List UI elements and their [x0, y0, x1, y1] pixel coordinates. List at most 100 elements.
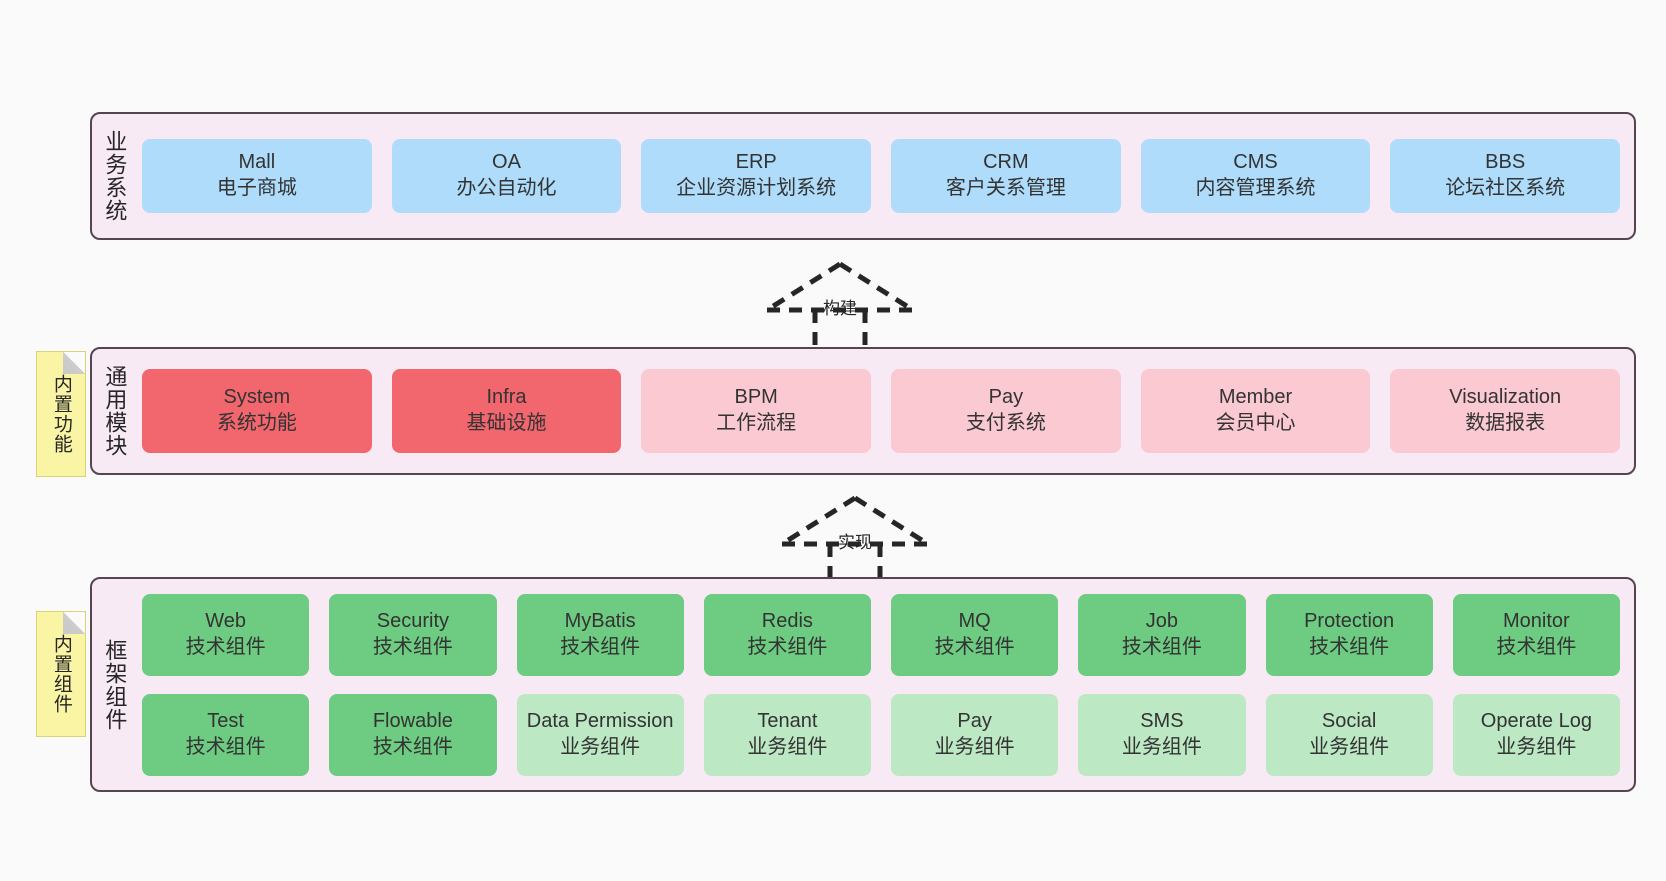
card-mybatis-en: MyBatis — [564, 609, 636, 632]
card-flowable[interactable]: Flowable 技术组件 — [329, 693, 497, 776]
card-operate-log[interactable]: Operate Log 业务组件 — [1452, 693, 1620, 776]
card-crm-cn: 客户关系管理 — [945, 177, 1066, 199]
card-test-cn: 技术组件 — [185, 735, 266, 758]
card-job[interactable]: Job 技术组件 — [1078, 593, 1246, 676]
card-flowable-cn: 技术组件 — [372, 735, 453, 758]
framework-row-business: Test 技术组件 Flowable 技术组件 Data Permission … — [142, 693, 1620, 776]
card-data-permission-cn: 业务组件 — [560, 735, 641, 758]
card-tenant-en: Tenant — [757, 709, 818, 732]
card-member[interactable]: Member 会员中心 — [1140, 369, 1371, 453]
card-member-en: Member — [1218, 386, 1293, 409]
business-system-row: Mall 电子商城 OA 办公自动化 ERP 企业资源计划系统 CRM 客户关系… — [142, 139, 1621, 213]
card-sms-cn: 业务组件 — [1121, 735, 1202, 758]
card-web-en: Web — [205, 609, 246, 632]
sticky-note-builtin-function: 内置功能 — [36, 351, 86, 477]
card-oa-en: OA — [492, 151, 521, 174]
card-security[interactable]: Security 技术组件 — [329, 593, 497, 676]
card-oa-cn: 办公自动化 — [456, 177, 557, 199]
card-pay-module-en: Pay — [988, 386, 1024, 409]
card-visualization-en: Visualization — [1449, 386, 1562, 409]
card-security-en: Security — [376, 609, 449, 632]
card-job-cn: 技术组件 — [1121, 635, 1202, 658]
card-pay-module[interactable]: Pay 支付系统 — [891, 369, 1121, 453]
card-social[interactable]: Social 业务组件 — [1265, 693, 1433, 776]
layer-business-system-title: 业务系统 — [102, 130, 128, 222]
card-infra-cn: 基础设施 — [466, 412, 547, 434]
card-social-en: Social — [1321, 709, 1377, 732]
sticky-note-builtin-component: 内置组件 — [36, 611, 86, 737]
layer-framework-components-body: Web 技术组件 Security 技术组件 MyBatis 技术组件 Redi… — [136, 579, 1634, 790]
card-redis-cn: 技术组件 — [747, 635, 828, 658]
card-system[interactable]: System 系统功能 — [142, 369, 372, 453]
common-modules-row: System 系统功能 Infra 基础设施 BPM 工作流程 Pay 支付系统… — [142, 369, 1621, 453]
card-crm[interactable]: CRM 客户关系管理 — [891, 139, 1121, 213]
card-member-cn: 会员中心 — [1215, 412, 1296, 434]
card-mall-en: Mall — [238, 151, 276, 174]
card-erp[interactable]: ERP 企业资源计划系统 — [641, 139, 872, 213]
sticky-note-builtin-function-label: 内置功能 — [50, 374, 72, 454]
card-protection-cn: 技术组件 — [1309, 635, 1390, 658]
card-tenant[interactable]: Tenant 业务组件 — [703, 693, 871, 776]
card-monitor-cn: 技术组件 — [1496, 635, 1577, 658]
card-security-cn: 技术组件 — [372, 635, 453, 658]
layer-business-system: 业务系统 Mall 电子商城 OA 办公自动化 ERP 企业资源计划系统 CRM… — [90, 112, 1636, 240]
card-mall-cn: 电子商城 — [216, 177, 297, 199]
card-pay-component-en: Pay — [957, 709, 992, 732]
layer-common-modules-body: System 系统功能 Infra 基础设施 BPM 工作流程 Pay 支付系统… — [136, 349, 1634, 473]
card-test[interactable]: Test 技术组件 — [142, 693, 310, 776]
layer-common-modules-title: 通用模块 — [102, 365, 128, 457]
card-redis[interactable]: Redis 技术组件 — [703, 593, 871, 676]
card-bbs-cn: 论坛社区系统 — [1445, 177, 1566, 199]
card-mall[interactable]: Mall 电子商城 — [142, 139, 372, 213]
card-infra-en: Infra — [486, 386, 527, 409]
card-web[interactable]: Web 技术组件 — [142, 593, 310, 676]
card-pay-component[interactable]: Pay 业务组件 — [891, 693, 1059, 776]
card-system-cn: 系统功能 — [216, 412, 297, 434]
card-crm-en: CRM — [983, 151, 1029, 174]
card-pay-module-cn: 支付系统 — [965, 412, 1046, 434]
card-mq-cn: 技术组件 — [934, 635, 1015, 658]
layer-common-modules: 通用模块 System 系统功能 Infra 基础设施 BPM 工作流程 Pay… — [90, 347, 1636, 475]
card-sms-en: SMS — [1140, 709, 1184, 732]
sticky-note-builtin-component-label: 内置组件 — [50, 634, 72, 714]
card-oa[interactable]: OA 办公自动化 — [391, 139, 622, 213]
card-redis-en: Redis — [761, 609, 813, 632]
card-pay-component-cn: 业务组件 — [934, 735, 1015, 758]
card-cms-cn: 内容管理系统 — [1195, 177, 1316, 199]
card-tenant-cn: 业务组件 — [747, 735, 828, 758]
card-mq-en: MQ — [958, 609, 991, 632]
card-visualization[interactable]: Visualization 数据报表 — [1390, 369, 1621, 453]
card-cms[interactable]: CMS 内容管理系统 — [1140, 139, 1371, 213]
card-mybatis[interactable]: MyBatis 技术组件 — [516, 593, 684, 676]
card-job-en: Job — [1145, 609, 1178, 632]
card-protection-en: Protection — [1304, 609, 1395, 632]
layer-business-system-body: Mall 电子商城 OA 办公自动化 ERP 企业资源计划系统 CRM 客户关系… — [136, 114, 1634, 238]
layer-framework-components: 框架组件 Web 技术组件 Security 技术组件 MyBatis 技术组件… — [90, 577, 1636, 792]
card-infra[interactable]: Infra 基础设施 — [391, 369, 622, 453]
connector-build: 构建 — [755, 258, 925, 358]
card-mq[interactable]: MQ 技术组件 — [891, 593, 1059, 676]
card-test-en: Test — [207, 709, 244, 732]
card-operate-log-cn: 业务组件 — [1496, 735, 1577, 758]
card-monitor-en: Monitor — [1503, 609, 1570, 632]
card-system-en: System — [223, 386, 291, 409]
card-erp-cn: 企业资源计划系统 — [676, 177, 837, 199]
card-sms[interactable]: SMS 业务组件 — [1078, 693, 1246, 776]
connector-implement-label: 实现 — [838, 533, 872, 552]
card-data-permission-en: Data Permission — [526, 709, 674, 732]
card-web-cn: 技术组件 — [185, 635, 266, 658]
framework-row-technical: Web 技术组件 Security 技术组件 MyBatis 技术组件 Redi… — [142, 593, 1620, 676]
card-flowable-en: Flowable — [372, 709, 453, 732]
card-monitor[interactable]: Monitor 技术组件 — [1452, 593, 1620, 676]
card-bbs[interactable]: BBS 论坛社区系统 — [1390, 139, 1621, 213]
card-bbs-en: BBS — [1485, 151, 1526, 174]
layer-framework-components-title: 框架组件 — [102, 638, 128, 731]
card-cms-en: CMS — [1233, 151, 1278, 174]
connector-build-label: 构建 — [823, 299, 857, 318]
card-protection[interactable]: Protection 技术组件 — [1265, 593, 1433, 676]
card-bpm-en: BPM — [734, 386, 778, 409]
card-data-permission[interactable]: Data Permission 业务组件 — [516, 693, 684, 776]
card-social-cn: 业务组件 — [1309, 735, 1390, 758]
card-bpm[interactable]: BPM 工作流程 — [641, 369, 872, 453]
card-mybatis-cn: 技术组件 — [560, 635, 641, 658]
